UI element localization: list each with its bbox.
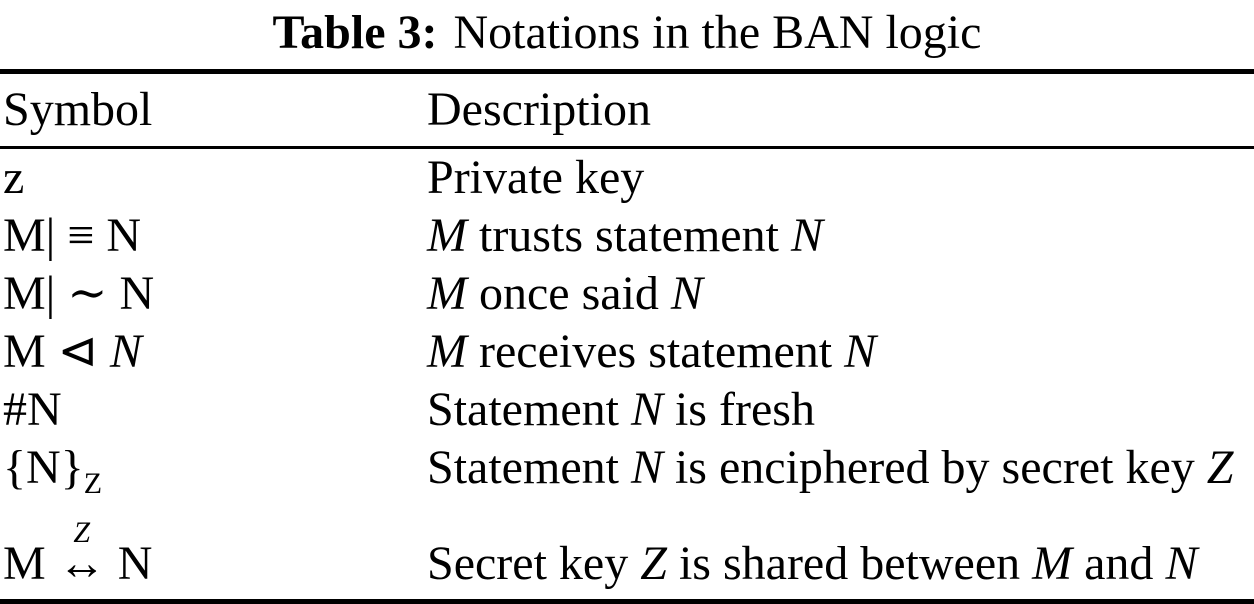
description-cell: Secret key Z is shared between M and N [427, 537, 1198, 590]
symbol-cell: M ⊲ N [3, 325, 142, 378]
description-cell: Private key [427, 151, 645, 204]
symbol-cell: z [3, 151, 25, 204]
table-row: z Private key [0, 148, 1254, 208]
header-symbol: Symbol [0, 71, 427, 149]
table-row: M ⊲ N M receives statement N [0, 323, 1254, 381]
table-row: M| ≡ N M trusts statement N [0, 207, 1254, 265]
symbol-cell: M| ≡ N [3, 209, 142, 262]
symbol-cell: M Z↔ N [3, 516, 153, 591]
table-caption-label: Table 3: [272, 6, 438, 59]
description-cell: M once said N [427, 267, 703, 320]
header-description: Description [427, 71, 1254, 149]
table-row: M| ∼ N M once said N [0, 265, 1254, 323]
over-arrow-symbol: Z↔ [57, 516, 106, 590]
description-cell: Statement N is enciphered by secret key … [427, 441, 1234, 494]
table-row: M Z↔ N Secret key Z is shared between M … [0, 497, 1254, 602]
table-row: #N Statement N is fresh [0, 381, 1254, 439]
table-caption: Table 3: Notations in the BAN logic [0, 0, 1254, 69]
header-row: Symbol Description [0, 71, 1254, 149]
table-row: {N}Z Statement N is enciphered by secret… [0, 439, 1254, 500]
description-cell: M receives statement N [427, 325, 877, 378]
description-cell: M trusts statement N [427, 209, 823, 262]
notation-table: Symbol Description z Private key M| ≡ N … [0, 69, 1254, 604]
table-caption-text: Notations in the BAN logic [453, 6, 982, 59]
symbol-cell: #N [3, 383, 62, 436]
symbol-cell: {N}Z [3, 441, 103, 500]
symbol-cell: M| ∼ N [3, 267, 155, 320]
table-body: z Private key M| ≡ N M trusts statement … [0, 148, 1254, 602]
description-cell: Statement N is fresh [427, 383, 815, 436]
table-header: Symbol Description [0, 71, 1254, 149]
